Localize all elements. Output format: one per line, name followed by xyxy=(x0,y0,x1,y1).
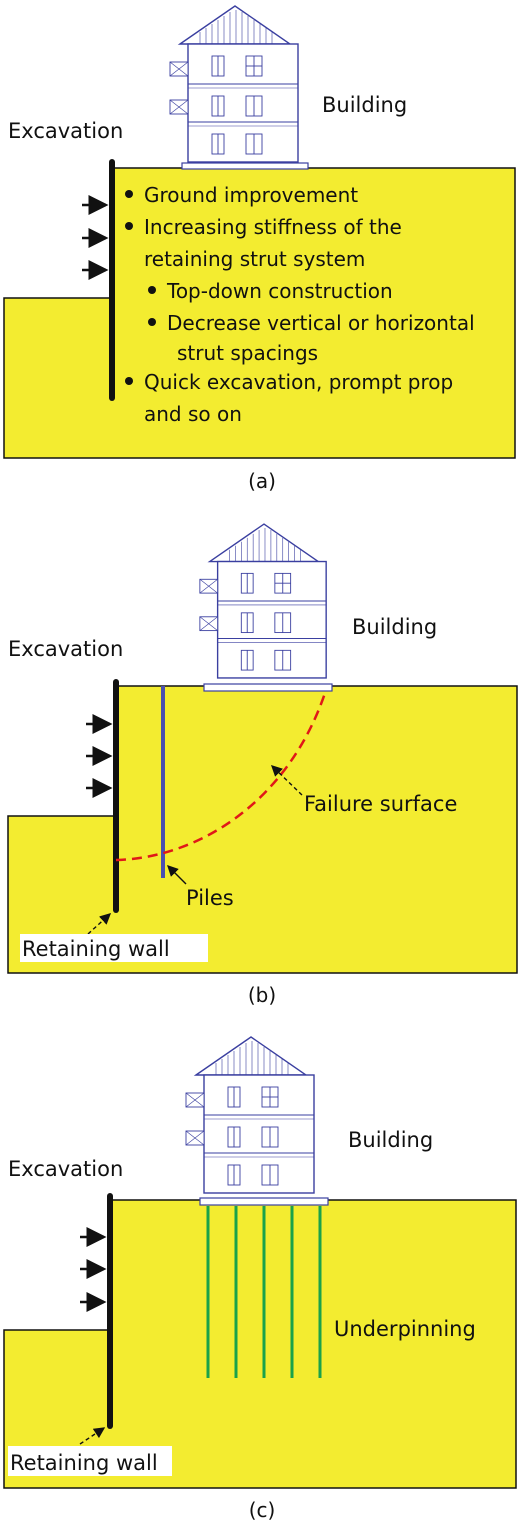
label-backdrop xyxy=(20,934,208,962)
retaining-wall-pointer xyxy=(79,1427,106,1445)
building-icon xyxy=(199,523,327,679)
bullet-marker xyxy=(148,318,156,326)
panel-caption: (b) xyxy=(248,983,276,1007)
excavation-label: Excavation xyxy=(8,637,123,661)
label-backdrop xyxy=(8,1446,172,1476)
list-item: Decrease vertical or horizontal xyxy=(167,311,475,335)
failure-surface-label: Failure surface xyxy=(304,792,457,816)
list-item: Increasing stiffness of the xyxy=(144,215,402,239)
building-icon xyxy=(169,5,299,163)
bullet-marker xyxy=(125,190,133,198)
retaining-wall-pointer xyxy=(87,913,112,935)
piles-pointer xyxy=(167,865,187,885)
retaining-wall-label: Retaining wall xyxy=(10,1451,158,1475)
excavation-label: Excavation xyxy=(8,119,123,143)
list-item-continuation: retaining strut system xyxy=(144,247,365,271)
measures-list: Ground improvement Increasing stiffness … xyxy=(125,183,475,426)
building-label: Building xyxy=(352,615,437,639)
failure-surface-curve xyxy=(115,689,328,862)
underpinning-label: Underpinning xyxy=(334,1317,476,1341)
list-item: Top-down construction xyxy=(166,279,393,303)
list-item: Ground improvement xyxy=(144,183,358,207)
list-item: Quick excavation, prompt prop xyxy=(144,370,453,394)
bullet-marker xyxy=(125,222,133,230)
soil-mass xyxy=(3,1199,517,1489)
list-item-continuation: and so on xyxy=(144,402,242,426)
building-foundation xyxy=(203,683,333,692)
building-foundation xyxy=(181,162,309,170)
bullet-marker xyxy=(148,286,156,294)
piles-label: Piles xyxy=(186,886,234,910)
retaining-wall-label: Retaining wall xyxy=(22,937,170,961)
bullet-marker xyxy=(125,377,133,385)
building-label: Building xyxy=(322,93,407,117)
panel-c: Excavation Building Underpinning Retaini… xyxy=(3,1036,517,1522)
panel-caption: (a) xyxy=(248,469,276,493)
building-foundation xyxy=(199,1197,329,1206)
building-label: Building xyxy=(348,1128,433,1152)
panel-a: Excavation Building Ground improvement I… xyxy=(3,5,516,493)
panel-caption: (c) xyxy=(249,1498,276,1522)
list-item-continuation: strut spacings xyxy=(177,341,318,365)
underpinning-piles xyxy=(206,1206,322,1378)
panel-b: Excavation Building Failure surface Pile… xyxy=(7,523,518,1007)
building-icon xyxy=(185,1036,315,1194)
soil-mass xyxy=(7,685,518,974)
excavation-label: Excavation xyxy=(8,1157,123,1181)
